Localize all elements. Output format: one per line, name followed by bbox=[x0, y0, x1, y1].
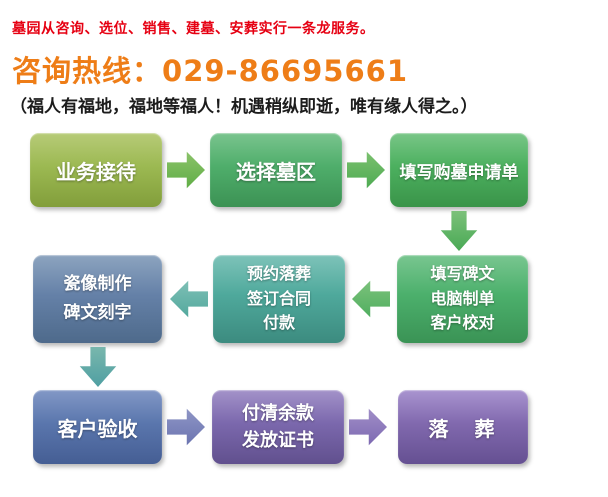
slogan-text: （福人有福地，福地等福人！机遇稍纵即逝，唯有缘人得之。） bbox=[10, 97, 478, 117]
flow-step-select-plot: 选择墓区 bbox=[210, 133, 342, 207]
arrow-right-icon bbox=[167, 408, 205, 446]
step-label-line: 碑文刻字 bbox=[63, 303, 132, 323]
step-label-line: 签订合同 bbox=[246, 288, 311, 308]
step-label-line: 客户校对 bbox=[430, 313, 495, 333]
arrow-right-icon bbox=[349, 408, 387, 446]
hotline-label: 咨询热线： bbox=[12, 54, 163, 88]
flow-step-customer-acceptance: 客户验收 bbox=[33, 390, 162, 464]
step-label-line: 发放证书 bbox=[242, 430, 314, 451]
arrow-down-icon bbox=[79, 347, 117, 387]
step-label: 业务接待 bbox=[56, 159, 136, 184]
step-label-line: 付款 bbox=[262, 313, 295, 333]
flow-step-reception: 业务接待 bbox=[30, 133, 162, 207]
flow-step-engraving: 瓷像制作 碑文刻字 bbox=[33, 255, 162, 343]
arrow-right-icon bbox=[167, 151, 205, 189]
step-label: 落 葬 bbox=[428, 416, 498, 441]
arrow-left-icon bbox=[352, 280, 390, 318]
step-label-line: 付清余款 bbox=[242, 403, 314, 424]
step-label: 客户验收 bbox=[57, 416, 138, 441]
step-label-line: 电脑制单 bbox=[430, 288, 495, 308]
arrow-down-icon bbox=[440, 211, 478, 251]
arrow-right-icon bbox=[347, 151, 385, 189]
flow-step-burial: 落 葬 bbox=[398, 390, 528, 464]
flow-step-purchase-application: 填写购墓申请单 bbox=[390, 133, 528, 207]
flow-step-epitaph-entry: 填写碑文 电脑制单 客户校对 bbox=[397, 255, 528, 343]
step-label-line: 填写碑文 bbox=[430, 263, 495, 283]
step-label: 填写购墓申请单 bbox=[399, 162, 519, 183]
step-label-line: 预约落葬 bbox=[246, 263, 311, 283]
step-label-line: 瓷像制作 bbox=[63, 274, 132, 295]
arrow-left-icon bbox=[170, 280, 208, 318]
flow-step-appointment-contract: 预约落葬 签订合同 付款 bbox=[213, 255, 345, 343]
hotline: 咨询热线：029-86695661 bbox=[12, 48, 408, 90]
step-label: 选择墓区 bbox=[236, 159, 316, 184]
flow-step-payment-certificate: 付清余款 发放证书 bbox=[212, 390, 344, 464]
hotline-number: 029-86695661 bbox=[162, 54, 409, 88]
service-tagline: 墓园从咨询、选位、销售、建墓、安葬实行一条龙服务。 bbox=[12, 21, 375, 37]
